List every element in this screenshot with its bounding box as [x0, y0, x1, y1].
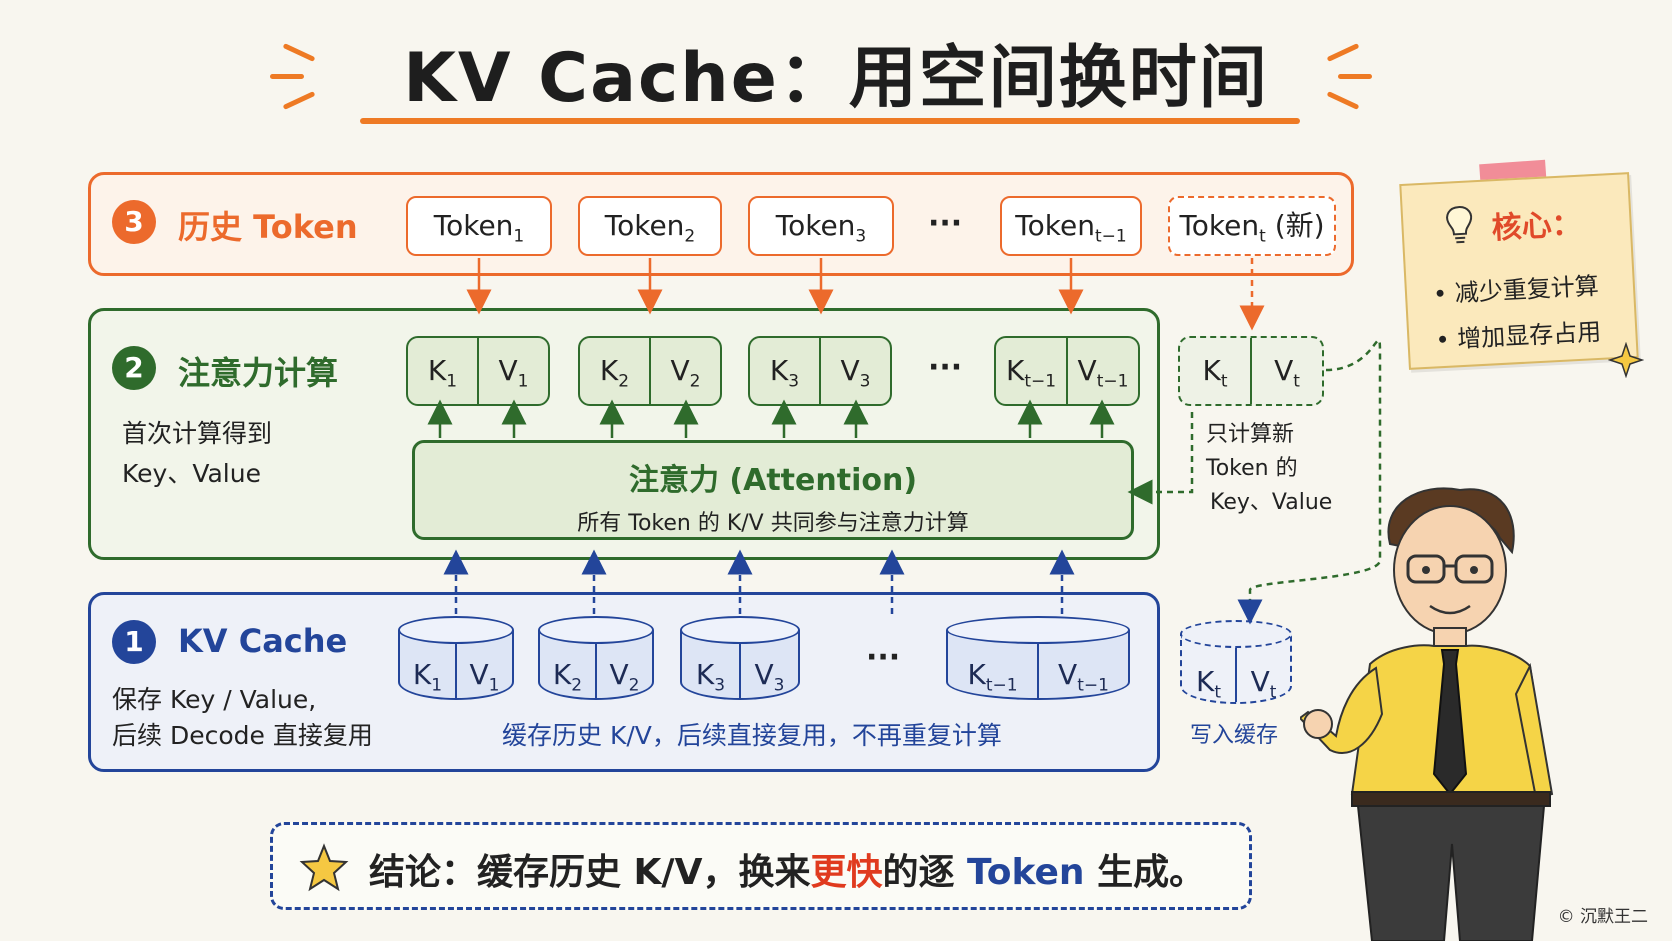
write-cache-label: 写入缓存 — [1190, 723, 1279, 748]
value-1: V1 — [477, 338, 548, 404]
sparkle-icon — [1608, 342, 1644, 378]
conclusion-text: 结论：缓存历史 K/V，换来更快的逐 Token 生成。 — [369, 852, 1206, 893]
step-2-badge: 2 — [112, 346, 156, 390]
title-spark-right-2 — [1338, 74, 1372, 79]
copyright-label: © 沉默王二 — [1557, 907, 1648, 927]
cache-value-2: V2 — [595, 630, 652, 698]
token-t-new: Tokent (新) — [1168, 196, 1336, 256]
cache-key-3: K3 — [695, 658, 726, 696]
kv-pair-1: K1 V1 — [406, 336, 550, 406]
cache-key-1: K1 — [412, 658, 443, 696]
core-note-card: 核心： • 减少重复计算 • 增加显存占用 — [1399, 172, 1639, 370]
key-1: K1 — [427, 354, 458, 392]
attention-box-subtitle: 所有 Token 的 K/V 共同参与注意力计算 — [577, 511, 969, 536]
cache-value-t-minus-1: Vt−1 — [1037, 630, 1128, 698]
kv-cache-desc-line1: 保存 Key / Value, — [112, 685, 317, 714]
token-2: Token2 — [578, 196, 722, 256]
value-t-minus-1: Vt−1 — [1066, 338, 1138, 404]
title-spark-left-2 — [270, 74, 304, 79]
title-underline — [360, 118, 1300, 124]
core-note-title: 核心： — [1490, 206, 1583, 247]
key-t-minus-1: Kt−1 — [1005, 354, 1057, 392]
attention-box: 注意力 (Attention) 所有 Token 的 K/V 共同参与注意力计算 — [412, 440, 1134, 540]
attention-desc-line1: 首次计算得到 — [122, 419, 273, 448]
kv-ellipsis: ··· — [928, 350, 963, 385]
step-3-badge: 3 — [112, 200, 156, 244]
cache-cylinder-t-minus-1: Kt−1 Vt−1 — [946, 616, 1130, 700]
kv-pair-t-new: Kt Vt — [1178, 336, 1324, 406]
cache-key-t: Kt — [1195, 665, 1222, 703]
star-icon — [299, 843, 349, 892]
cache-ellipsis: ··· — [866, 640, 901, 675]
new-token-note-line1: 只计算新 — [1206, 422, 1295, 447]
cache-value-t: Vt — [1235, 637, 1290, 703]
core-note-item-2: • 增加显存占用 — [1434, 317, 1602, 355]
kv-cache-title: KV Cache — [178, 622, 348, 660]
cache-cylinder-1: K1 V1 — [398, 616, 514, 700]
token-3: Token3 — [748, 196, 894, 256]
step-1-badge: 1 — [112, 620, 156, 664]
cache-value-1: V1 — [455, 630, 512, 698]
presenter-character — [1300, 487, 1554, 941]
value-3: V3 — [819, 338, 890, 404]
page-title: KV Cache：用空间换时间 — [403, 39, 1269, 118]
kv-cache-desc-line2: 后续 Decode 直接复用 — [112, 721, 373, 750]
key-3: K3 — [769, 354, 800, 392]
new-token-note-line2: Token 的 — [1206, 456, 1298, 481]
cache-cylinder-3: K3 V3 — [680, 616, 800, 700]
kv-pair-3: K3 V3 — [748, 336, 892, 406]
value-t: Vt — [1250, 338, 1322, 404]
attention-title: 注意力计算 — [178, 354, 339, 392]
key-2: K2 — [599, 354, 630, 392]
core-note-item-1: • 减少重复计算 — [1432, 271, 1600, 309]
key-t: Kt — [1202, 354, 1228, 392]
cache-cylinder-t-new: Kt Vt — [1180, 620, 1292, 704]
cache-value-3: V3 — [739, 630, 798, 698]
lightbulb-icon — [1446, 206, 1473, 244]
cache-cylinder-2: K2 V2 — [538, 616, 654, 700]
cache-key-t-minus-1: Kt−1 — [967, 658, 1018, 696]
cache-key-2: K2 — [552, 658, 583, 696]
kv-pair-t-minus-1: Kt−1 Vt−1 — [994, 336, 1140, 406]
token-t-minus-1: Tokent−1 — [1000, 196, 1142, 256]
token-1: Token1 — [406, 196, 552, 256]
value-2: V2 — [649, 338, 720, 404]
history-token-title: 历史 Token — [178, 208, 358, 246]
attention-box-title: 注意力 (Attention) — [628, 463, 918, 498]
conclusion-box: 结论：缓存历史 K/V，换来更快的逐 Token 生成。 — [270, 822, 1252, 910]
kv-pair-2: K2 V2 — [578, 336, 722, 406]
kv-cache-caption: 缓存历史 K/V，后续直接复用，不再重复计算 — [502, 721, 1002, 750]
token-ellipsis: ··· — [928, 206, 963, 241]
attention-desc-line2: Key、Value — [122, 459, 261, 488]
